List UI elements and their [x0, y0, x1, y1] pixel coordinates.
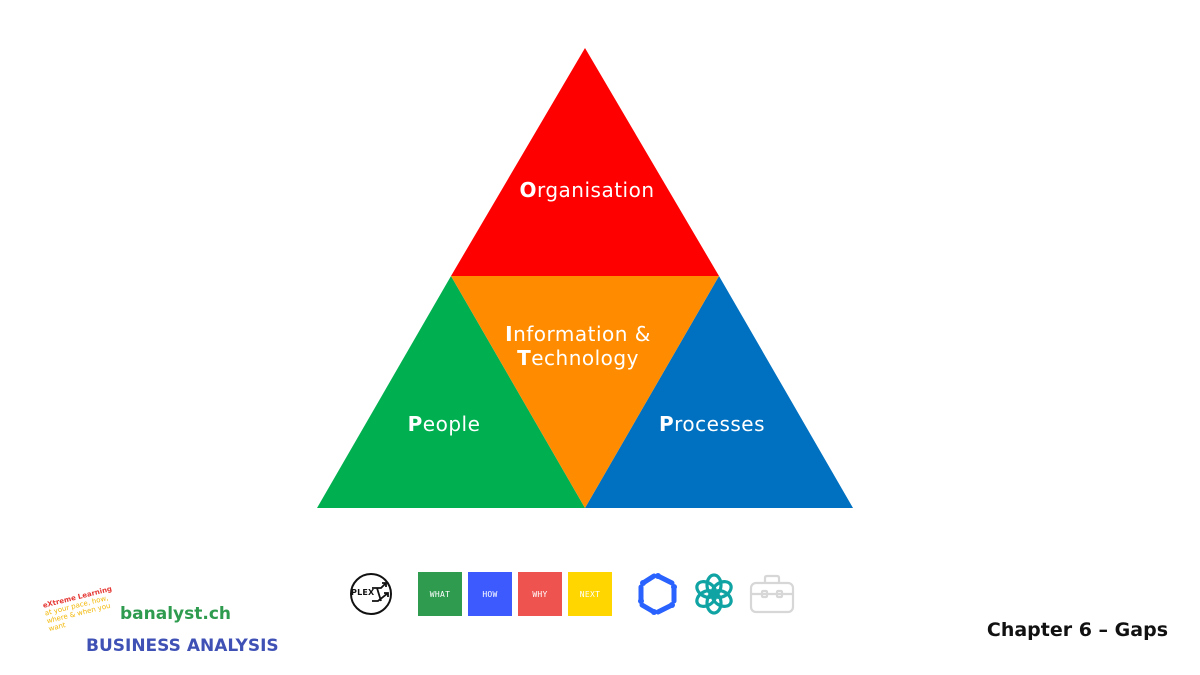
information-technology-label-line1: Information & [505, 322, 651, 346]
information-technology-triangle [451, 276, 719, 508]
why-label: WHY [532, 589, 548, 599]
openai-icon[interactable] [692, 572, 736, 616]
people-label: People [408, 412, 481, 436]
organisation-label: Organisation [519, 178, 654, 202]
chapter-title: Chapter 6 – Gaps [986, 619, 1168, 641]
plex-label: PLEX [351, 588, 375, 597]
company-name: BUSINESS ANALYSIS [86, 636, 279, 656]
people-triangle [317, 276, 585, 508]
brand-block: eXtreme Learning at your pace, how, wher… [40, 585, 300, 668]
how-label: HOW [482, 589, 498, 599]
icon-strip: PLEX WHAT HOW WHY NEXT [348, 571, 795, 617]
information-technology-label-line2: Technology [517, 346, 639, 370]
processes-triangle [585, 276, 853, 508]
what-label: WHAT [429, 589, 451, 599]
organisation-triangle [451, 48, 719, 276]
next-box[interactable]: NEXT [568, 572, 612, 616]
site-link[interactable]: banalyst.ch [120, 604, 232, 624]
next-label: NEXT [579, 589, 601, 599]
what-box[interactable]: WHAT [418, 572, 462, 616]
plex-arrows-icon[interactable]: PLEX [348, 571, 394, 617]
how-box[interactable]: HOW [468, 572, 512, 616]
ring-icon[interactable] [636, 572, 680, 616]
processes-label: Processes [659, 412, 765, 436]
briefcase-icon[interactable] [748, 572, 795, 616]
why-box[interactable]: WHY [518, 572, 562, 616]
